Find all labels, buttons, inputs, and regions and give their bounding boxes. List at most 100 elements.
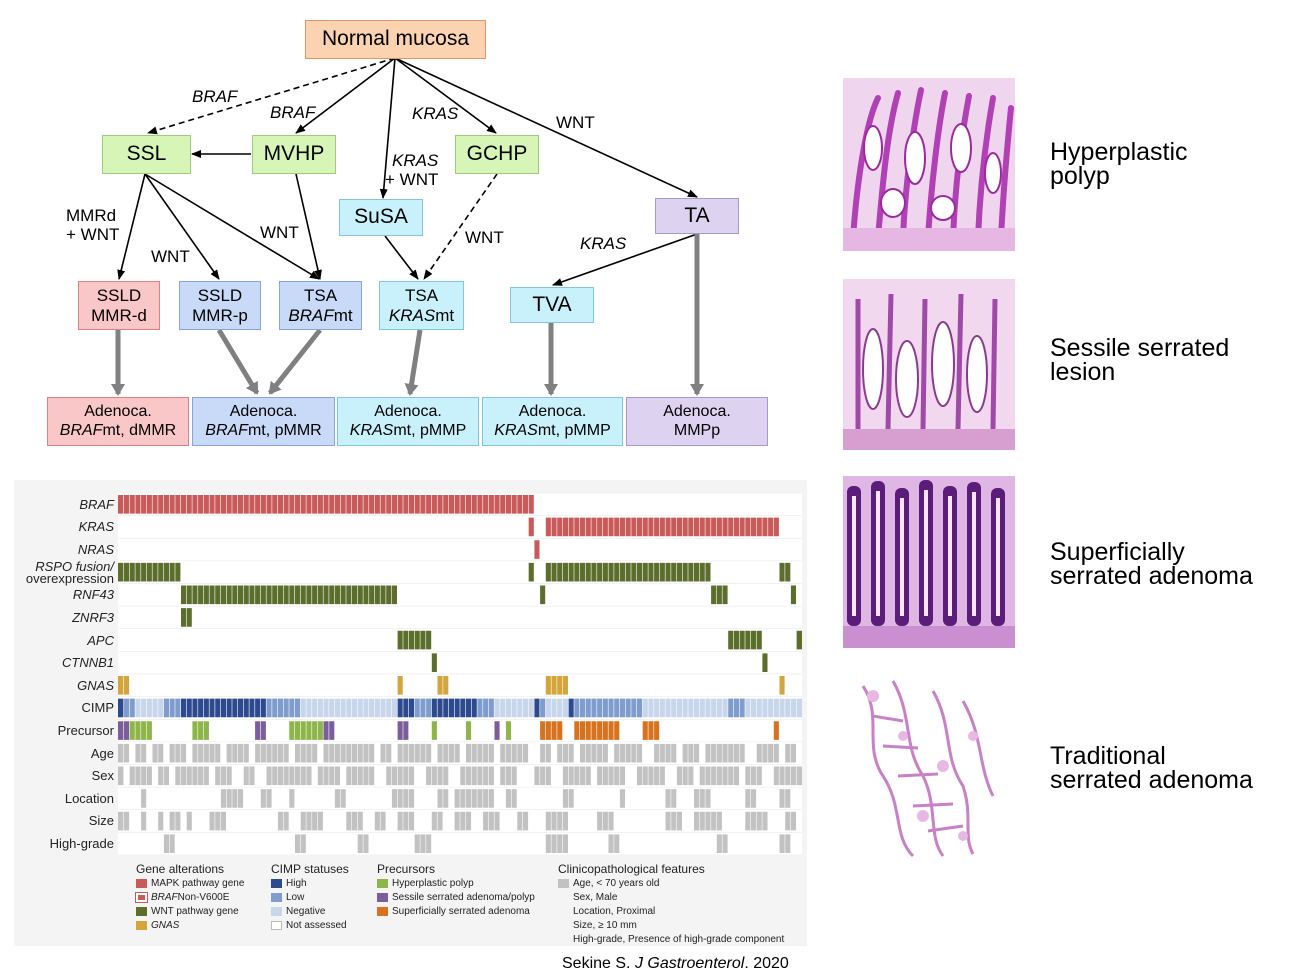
node-gchp: GCHP bbox=[455, 135, 539, 174]
cell-cimp bbox=[727, 698, 745, 718]
legend-age: Age, < 70 years old bbox=[558, 878, 659, 889]
cell-clinical bbox=[465, 743, 495, 763]
cell-rspo bbox=[545, 562, 711, 582]
edge-label-kras-tva: KRAS bbox=[580, 234, 627, 253]
legend-size: Size, ≥ 10 mm bbox=[573, 920, 637, 931]
cell-clinical bbox=[619, 789, 626, 808]
node-adenoca-2: Adenoca. BRAFmt, pMMR bbox=[192, 397, 335, 446]
node-adenoca-5: Adenoca. MMPp bbox=[626, 397, 768, 446]
legend-mapk: MAPK pathway gene bbox=[136, 878, 244, 889]
node-mvhp-label: MVHP bbox=[263, 142, 325, 166]
heatmap-grid bbox=[118, 493, 802, 855]
edge-tsa1-ad2 bbox=[268, 328, 322, 395]
row-label-gnas: GNAS bbox=[77, 678, 114, 693]
cell-clinical bbox=[699, 766, 740, 786]
edge-ta-tva bbox=[552, 233, 698, 286]
label-traditional-line1: Traditional bbox=[1050, 742, 1166, 770]
cell-clinical bbox=[209, 811, 227, 831]
edge-normal-susa bbox=[379, 57, 396, 199]
legend-size-label: Size, ≥ 10 mm bbox=[573, 920, 637, 931]
citation-author: Sekine S. bbox=[562, 955, 635, 972]
legend-gnas: GNAS bbox=[136, 920, 179, 931]
cell-cimp bbox=[118, 698, 124, 718]
node-ssld-mmrp-line2: MMR-p bbox=[192, 305, 248, 325]
histology-image-4 bbox=[843, 676, 1015, 862]
row-label-rspo-1: RSPO fusion/ bbox=[35, 559, 114, 574]
cell-clinical bbox=[397, 811, 415, 831]
cell-cimp bbox=[539, 698, 546, 718]
legend-sex: Sex, Male bbox=[573, 892, 617, 903]
label-hyperplastic-line1: Hyperplastic bbox=[1050, 138, 1188, 166]
node-ssld-mmrd-line2: MMR-d bbox=[91, 305, 147, 325]
cell-gnas bbox=[397, 676, 403, 695]
label-superficially-line2: serrated adenoma bbox=[1050, 562, 1253, 590]
label-traditional-serrated: Traditional serrated adenoma bbox=[1050, 742, 1253, 793]
edge-gchp-tsa2 bbox=[423, 173, 498, 280]
cell-clinical bbox=[499, 743, 529, 763]
legend-location-label: Location, Proximal bbox=[573, 906, 656, 917]
node-adenoca-1-suffix: mt, dMMR bbox=[102, 421, 177, 439]
cell-clinical bbox=[157, 811, 164, 831]
node-adenoca-2-line1: Adenoca. bbox=[229, 403, 298, 421]
node-adenoca-4-suffix: mt, pMMP bbox=[537, 421, 611, 439]
label-hyperplastic-polyp: Hyperplastic polyp bbox=[1050, 138, 1188, 190]
label-hyperplastic-line2: polyp bbox=[1050, 162, 1110, 190]
cell-clinical bbox=[499, 766, 517, 786]
legend-cimp-negative: Negative bbox=[271, 906, 325, 917]
legend-cimp-low: Low bbox=[271, 892, 304, 903]
edge-label-mmrd: MMRd bbox=[66, 206, 117, 225]
node-adenoca-3: Adenoca. KRASmt, pMMP bbox=[337, 397, 479, 446]
cell-precursor bbox=[494, 721, 500, 740]
edge-label-wnt-tsa1: WNT bbox=[260, 223, 299, 242]
node-normal-mucosa: Normal mucosa bbox=[305, 20, 486, 59]
row-label-apc: APC bbox=[87, 633, 114, 648]
edge-normal-ta bbox=[394, 57, 698, 198]
legend-wnt-label: WNT pathway gene bbox=[151, 906, 239, 917]
label-sessile-line1: Sessile serrated bbox=[1050, 334, 1230, 362]
row-label-braf: BRAF bbox=[79, 497, 114, 512]
cell-gnas bbox=[779, 676, 785, 695]
row-label-size: Size bbox=[88, 813, 114, 828]
label-superficially-serrated: Superficially serrated adenoma bbox=[1050, 540, 1253, 590]
legend-cimp-high-label: High bbox=[286, 878, 307, 889]
node-ta-label: TA bbox=[684, 203, 710, 227]
edge-tsa2-ad3 bbox=[404, 329, 423, 396]
legend-precursor-title: Precursors bbox=[377, 862, 436, 876]
row-label-kras: KRAS bbox=[78, 519, 114, 534]
edge-label-kras-susa: KRAS bbox=[392, 151, 439, 170]
node-ssld-mmrd: SSLD MMR-d bbox=[78, 281, 160, 330]
legend-cimp-negative-label: Negative bbox=[286, 906, 326, 917]
legend-high-grade: High-grade, Presence of high-grade compo… bbox=[573, 934, 784, 945]
legend-age-label: Age, < 70 years old bbox=[573, 878, 660, 889]
cell-rnf43 bbox=[710, 585, 728, 605]
node-ssl: SSL bbox=[102, 135, 191, 174]
cell-clinical bbox=[596, 811, 614, 831]
cell-clinical bbox=[693, 811, 723, 831]
node-adenoca-4: Adenoca. KRASmt, pMMP bbox=[482, 397, 623, 446]
cell-precursor bbox=[773, 721, 780, 740]
legend-wnt: WNT pathway gene bbox=[136, 906, 239, 917]
edge-label-wnt-gchp-tsa2: WNT bbox=[465, 228, 504, 247]
legend-braf-gene: BRAF bbox=[151, 892, 178, 903]
edge-label-braf-ssl: BRAF bbox=[192, 87, 238, 106]
row-label-sex: Sex bbox=[91, 768, 114, 783]
cell-clinical bbox=[140, 789, 147, 808]
legend-cimp-low-label: Low bbox=[286, 892, 305, 903]
cell-clinical bbox=[454, 789, 495, 808]
label-sessile-line2: lesion bbox=[1050, 358, 1116, 386]
node-ssl-label: SSL bbox=[126, 142, 167, 166]
node-adenoca-4-line1: Adenoca. bbox=[518, 403, 587, 421]
legend-clinical-title: Clinicopathological features bbox=[558, 862, 705, 876]
legend-sex-label: Sex, Male bbox=[573, 892, 618, 903]
cell-clinical bbox=[665, 811, 683, 831]
node-normal-mucosa-label: Normal mucosa bbox=[321, 27, 470, 51]
cell-clinical bbox=[289, 789, 295, 808]
node-adenoca-1-gene: BRAF bbox=[59, 421, 103, 439]
legend-hp: Hyperplastic polyp bbox=[377, 878, 474, 889]
cell-cimp bbox=[180, 698, 267, 718]
cell-clinical bbox=[323, 743, 375, 763]
edge-label-wnt-sslp: WNT bbox=[151, 247, 190, 266]
row-label-location: Location bbox=[64, 791, 114, 806]
node-adenoca-4-gene: KRAS bbox=[494, 421, 538, 439]
edge-label-wnt-ta: WNT bbox=[556, 113, 595, 132]
